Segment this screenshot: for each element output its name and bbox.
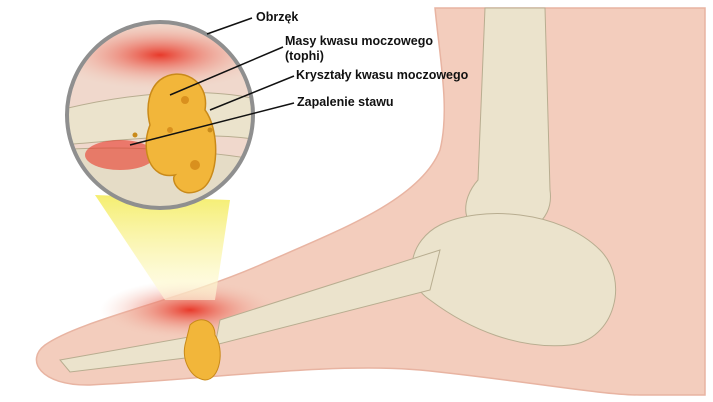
magnifier-ring bbox=[65, 20, 255, 210]
label-tophi-line1: Masy kwasu moczowego bbox=[285, 34, 433, 48]
label-tophi: Masy kwasu moczowego (tophi) bbox=[285, 34, 433, 64]
label-swelling: Obrzęk bbox=[256, 10, 299, 24]
leader-lines bbox=[129, 17, 295, 146]
magnified-view bbox=[67, 22, 253, 208]
tophus-small bbox=[183, 319, 221, 381]
label-arthritis: Zapalenie stawu bbox=[297, 95, 394, 109]
magnifier-cone bbox=[95, 195, 230, 300]
label-tophi-line2: (tophi) bbox=[285, 49, 324, 63]
label-crystals: Kryształy kwasu moczowego bbox=[296, 68, 469, 82]
